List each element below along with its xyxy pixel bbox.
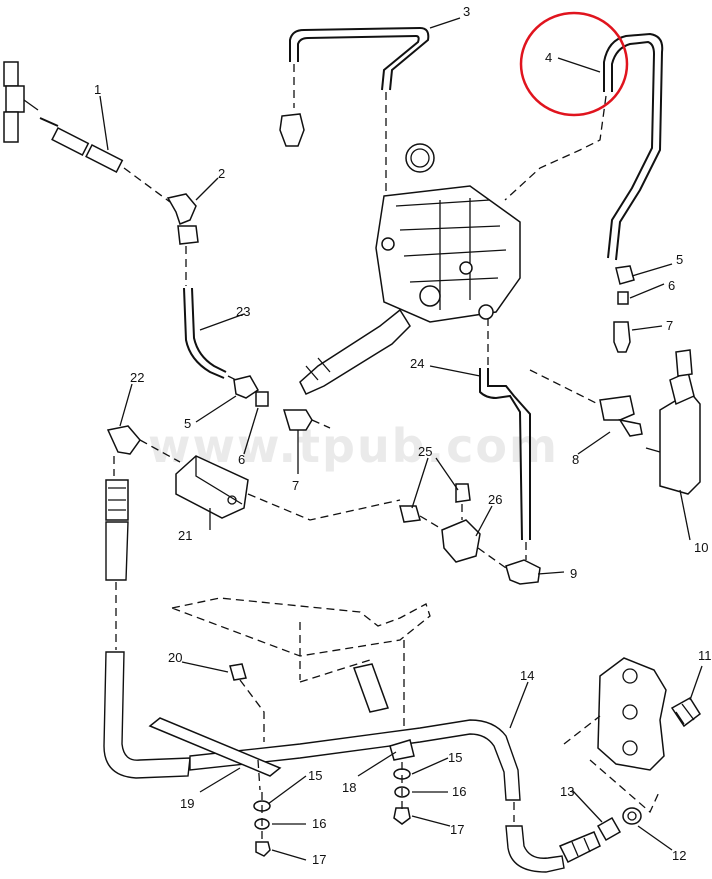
- callout-22: 22: [130, 370, 144, 385]
- nut-5-left: [233, 375, 259, 399]
- callout-5-right: 5: [676, 252, 683, 267]
- hose-fitting-left: [105, 479, 129, 521]
- callout-15-left: 15: [308, 768, 322, 783]
- callout-12: 12: [672, 848, 686, 863]
- callout-26: 26: [488, 492, 502, 507]
- manifold-block-21: [175, 455, 401, 521]
- clamp-18: [353, 663, 389, 713]
- pump-mounting-flange: [563, 657, 667, 814]
- callout-3: 3: [463, 4, 470, 19]
- bolt-stack-left: [253, 792, 271, 857]
- leader-lines: [99, 17, 703, 861]
- callout-16-right: 16: [452, 784, 466, 799]
- callout-6-right: 6: [668, 278, 675, 293]
- relief-valve-10: [645, 349, 701, 495]
- callout-8: 8: [572, 452, 579, 467]
- tee-fitting-8: [529, 369, 643, 437]
- fitting-25-top: [455, 483, 471, 520]
- callout-5-left: 5: [184, 416, 191, 431]
- tube-4: [504, 32, 664, 261]
- hose-end-fitting-lower: [558, 831, 601, 864]
- control-valve-assembly: [299, 143, 521, 395]
- callout-14: 14: [520, 668, 534, 683]
- sleeve-6-right: [617, 291, 629, 305]
- clamp-plate-18-bracket: [389, 739, 415, 761]
- elbow-fitting-9: [505, 559, 541, 585]
- callout-11: 11: [698, 648, 712, 663]
- callout-labels: 1 2 3 4 5 6 7 23 24 22 5 6 7 8 25 26 21 …: [94, 4, 712, 867]
- callout-25: 25: [418, 444, 432, 459]
- callout-7-left: 7: [292, 478, 299, 493]
- fitting-11: [670, 696, 702, 728]
- callout-17-right: 17: [450, 822, 464, 837]
- tube-24: [479, 318, 531, 560]
- callout-16-left: 16: [312, 816, 326, 831]
- fitting-13: [596, 816, 622, 842]
- callout-1: 1: [94, 82, 101, 97]
- braided-hose-14: [189, 719, 565, 873]
- callout-24: 24: [410, 356, 424, 371]
- callout-17-left: 17: [312, 852, 326, 867]
- fitting-under-tube-3: [279, 113, 305, 147]
- callout-4: 4: [545, 50, 552, 65]
- callout-2: 2: [218, 166, 225, 181]
- highlight-circle-item-4: [519, 11, 629, 117]
- clamp-20: [229, 663, 265, 742]
- bolt-stack-right: [393, 762, 411, 825]
- sleeve-6-left: [255, 391, 269, 407]
- watermark-text: www.tpub.com: [148, 419, 559, 473]
- callout-10: 10: [694, 540, 708, 555]
- fitting-25-left: [399, 505, 441, 529]
- oring-12: [622, 807, 642, 825]
- callout-20: 20: [168, 650, 182, 665]
- clamp-19: [148, 717, 282, 791]
- callout-23: 23: [236, 304, 250, 319]
- elbow-fitting-2: [166, 193, 199, 286]
- tee-fitting-top-left: [3, 61, 39, 143]
- nut-5-right: [615, 265, 635, 285]
- tee-fitting-26: [441, 519, 507, 569]
- callout-18: 18: [342, 780, 356, 795]
- callout-19: 19: [180, 796, 194, 811]
- elbow-fitting-22: [106, 425, 181, 476]
- tube-23: [183, 287, 245, 385]
- callout-9: 9: [570, 566, 577, 581]
- connector-7-left: [282, 409, 331, 431]
- callout-13: 13: [560, 784, 574, 799]
- callout-21: 21: [178, 528, 192, 543]
- callout-15-right: 15: [448, 750, 462, 765]
- callout-6-left: 6: [238, 452, 245, 467]
- tube-1: [39, 117, 171, 203]
- callout-7-right: 7: [666, 318, 673, 333]
- connector-7-right: [613, 321, 631, 353]
- floor-plate: [169, 597, 431, 750]
